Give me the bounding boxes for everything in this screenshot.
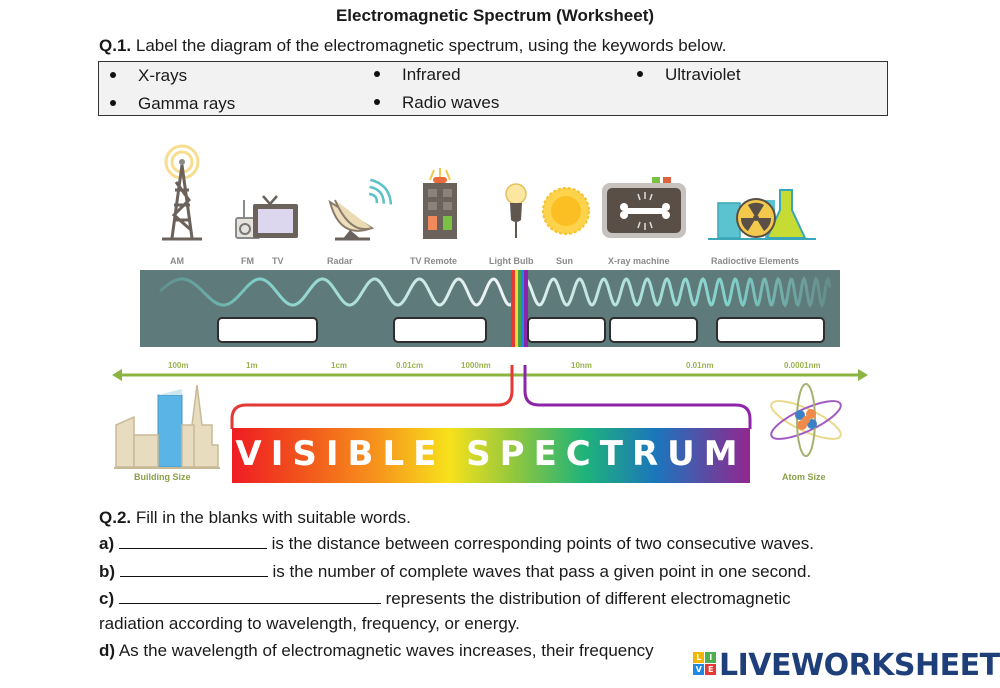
q1-instruction: Q.1. Label the diagram of the electromag… xyxy=(99,36,726,56)
item-letter: d) xyxy=(99,641,116,660)
source-label-light-bulb: Light Bulb xyxy=(489,256,534,266)
item-letter: a) xyxy=(99,534,115,553)
liveworksheets-mark-icon: L I V E xyxy=(693,652,716,675)
source-label-sun: Sun xyxy=(556,256,573,266)
bullet-icon xyxy=(374,98,380,105)
blank-a[interactable] xyxy=(118,534,267,549)
q2-instruction: Q.2. Fill in the blanks with suitable wo… xyxy=(99,508,411,528)
scale-label: 0.01nm xyxy=(686,361,714,370)
label-answer-box-2[interactable] xyxy=(393,317,487,343)
bullet-icon xyxy=(110,71,116,78)
label-answer-box-4[interactable] xyxy=(609,317,698,343)
keyword-box xyxy=(98,61,888,116)
liveworksheets-logo: L I V E LIVEWORKSHEETS xyxy=(693,648,1000,683)
source-label-x-ray: X-ray machine xyxy=(608,256,670,266)
item-letter: b) xyxy=(99,562,116,581)
label-answer-box-1[interactable] xyxy=(217,317,318,343)
liveworksheets-wordmark: LIVEWORKSHEETS xyxy=(719,648,1000,683)
television-icon xyxy=(253,195,298,238)
source-label-radioactive: Radioctive Elements xyxy=(711,256,800,266)
bullet-icon xyxy=(637,70,643,77)
item-letter: c) xyxy=(99,589,115,608)
blank-b[interactable] xyxy=(119,562,268,577)
visible-spectrum-label: VISIBLE SPECTRUM xyxy=(235,434,747,474)
em-wave xyxy=(159,276,832,309)
diagram-lower-graphics xyxy=(112,365,868,469)
scale-label: 0.0001nm xyxy=(784,361,821,370)
visible-stripe-violet xyxy=(524,270,528,347)
building-icon xyxy=(114,384,220,469)
source-label-fm: FM xyxy=(241,256,254,266)
source-label-tv-remote: TV Remote xyxy=(410,256,458,266)
source-label-am: AM xyxy=(170,256,184,266)
radio-tower-icon xyxy=(162,144,202,241)
item-text: As the wavelength of electromagnetic wav… xyxy=(118,641,654,660)
worksheet-title: Electromagnetic Spectrum (Worksheet) xyxy=(335,6,655,25)
bullet-icon xyxy=(374,70,380,77)
q2-item-c-continuation: radiation according to wavelength, frequ… xyxy=(99,614,520,633)
atom-size-caption: Atom Size xyxy=(782,472,826,482)
keyword-item: X-rays xyxy=(110,66,187,86)
q1-text: Label the diagram of the electromagnetic… xyxy=(135,36,727,55)
scale-label: 100m xyxy=(168,361,189,370)
q2-item-c: c) represents the distribution of differ… xyxy=(99,589,791,609)
source-label-radar: Radar xyxy=(327,256,353,266)
visible-stripe-blue xyxy=(521,270,524,347)
q2-item-a: a) is the distance between corresponding… xyxy=(99,534,814,554)
visible-stripe-red xyxy=(511,270,515,347)
wave-graphic xyxy=(159,270,832,347)
keyword-item: Ultraviolet xyxy=(637,65,741,85)
label-answer-box-3[interactable] xyxy=(527,317,606,343)
visible-spectrum-banner xyxy=(232,428,750,483)
scale-label: 1000nm xyxy=(461,361,491,370)
remote-control-icon xyxy=(423,168,457,239)
source-icons xyxy=(162,144,816,241)
scale-label: 1m xyxy=(246,361,258,370)
q1-number: Q.1. xyxy=(99,36,132,55)
item-text: is the distance between corresponding po… xyxy=(271,534,815,553)
atom-icon xyxy=(770,383,842,457)
double-arrow-icon xyxy=(112,369,868,381)
keyword-item: Gamma rays xyxy=(110,94,235,114)
satellite-dish-icon xyxy=(328,178,393,241)
q2-text: Fill in the blanks with suitable words. xyxy=(135,508,411,527)
visible-stripe-green xyxy=(518,270,521,347)
light-bulb-icon xyxy=(505,183,527,238)
building-size-caption: Building Size xyxy=(134,472,191,482)
bullet-icon xyxy=(110,99,116,106)
q2-item-d: d) As the wavelength of electromagnetic … xyxy=(99,641,654,661)
connector-violet xyxy=(523,365,752,429)
scale-label: 0.01cm xyxy=(396,361,424,370)
blank-c[interactable] xyxy=(118,589,381,604)
radioactive-icon xyxy=(708,189,816,240)
source-label-tv: TV xyxy=(272,256,284,266)
item-text: represents the distribution of different… xyxy=(385,589,791,608)
x-ray-machine-icon xyxy=(602,177,686,238)
sun-icon xyxy=(542,187,590,235)
q2-number: Q.2. xyxy=(99,508,132,527)
visible-stripe-yellow xyxy=(515,270,518,347)
q2-item-b: b) is the number of complete waves that … xyxy=(99,562,811,582)
item-text: is the number of complete waves that pas… xyxy=(272,562,812,581)
scale-label: 10nm xyxy=(571,361,592,370)
scale-label: 1cm xyxy=(331,361,348,370)
keyword-item: Radio waves xyxy=(374,93,499,113)
connector-red xyxy=(230,365,514,429)
label-answer-box-5[interactable] xyxy=(716,317,825,343)
keyword-item: Infrared xyxy=(374,65,461,85)
